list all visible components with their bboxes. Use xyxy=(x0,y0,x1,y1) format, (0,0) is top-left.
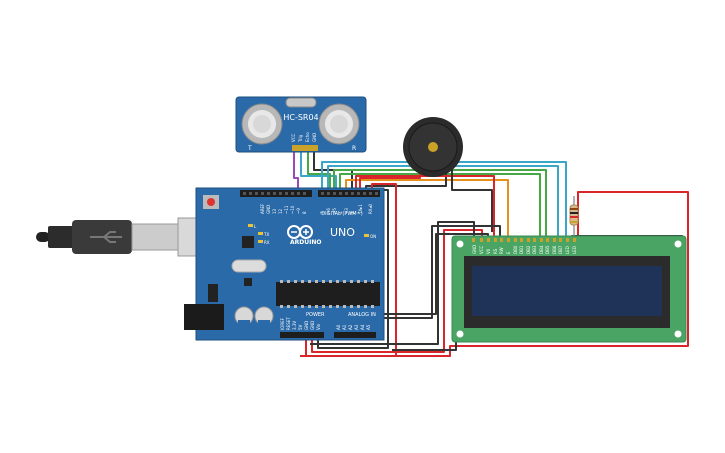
usb-cable xyxy=(36,217,199,257)
wire-sensor-vcc[interactable] xyxy=(293,150,299,196)
pin-label-5: ~5 xyxy=(332,208,337,214)
analog-header xyxy=(334,332,376,338)
pin-label-reset: RESET xyxy=(286,317,291,330)
pin-label-gnd-2: GND xyxy=(310,321,315,330)
pin-label-4: 4 xyxy=(338,211,343,214)
lcd-pin-db4: DB4 xyxy=(539,245,544,254)
pin-label-13: 13 xyxy=(272,208,277,214)
pin-label-a3: A3 xyxy=(354,324,359,330)
wire-red-lcd-led[interactable] xyxy=(300,191,689,357)
lcd-pin-led-a: LED xyxy=(565,246,570,254)
lcd-pin-led-k: LED xyxy=(572,246,577,254)
lcd-pin-labels: GND VCC V0 RS RW E DB0 DB1 DB2 DB3 DB4 D… xyxy=(472,245,577,254)
lcd-pin-e: E xyxy=(506,251,511,254)
transducer-right xyxy=(318,103,360,145)
piezo-buzzer[interactable] xyxy=(403,117,463,177)
pin-label-3: ~3 xyxy=(344,208,349,214)
sensor-model-label: HC-SR04 xyxy=(283,113,318,122)
pin-label-a5: A5 xyxy=(366,324,371,330)
pin-label-2: 2 xyxy=(350,211,355,214)
power-pin-labels: IOREF RESET 3.3V 5V GND GND Vin xyxy=(280,317,321,330)
l-led-label: L xyxy=(254,224,257,229)
lcd-screen xyxy=(472,266,662,316)
rx-led-label: RX xyxy=(264,240,270,245)
lcd-pin-db2: DB2 xyxy=(526,245,531,254)
lcd-pin-db3: DB3 xyxy=(532,245,537,254)
capacitors xyxy=(234,306,274,326)
sensor-right-mark: R xyxy=(352,145,356,152)
pin-label-rx: RX◂0 xyxy=(368,203,373,214)
pin-label-a0: A0 xyxy=(336,324,341,330)
wire-sensor-echo[interactable] xyxy=(307,150,331,196)
lcd-pin-vcc: VCC xyxy=(479,245,484,254)
wire-red-top-1[interactable] xyxy=(355,175,495,240)
reset-button-cap xyxy=(207,198,215,206)
wire-black-rw[interactable] xyxy=(384,225,501,319)
lcd-pin-db6: DB6 xyxy=(552,245,557,254)
pin-label-vin: Vin xyxy=(316,323,321,330)
sensor-left-mark: T xyxy=(247,145,252,152)
sensor-pin-trig: Trig xyxy=(298,134,303,143)
lcd-pin-rw: RW xyxy=(499,247,504,254)
pin-label-6: ~6 xyxy=(326,208,331,214)
sensor-pin-gnd: GND xyxy=(312,133,317,142)
pin-label-aref: AREF xyxy=(260,203,265,214)
pin-label-9: ~9 xyxy=(296,208,301,214)
lcd-header-pins xyxy=(472,238,576,242)
pin-label-3v3: 3.3V xyxy=(292,321,297,330)
lcd-pin-db0: DB0 xyxy=(513,245,518,254)
arduino-uno[interactable]: AREF GND 13 12 ~11 ~10 ~9 8 7 ~6 ~5 4 ~3… xyxy=(184,187,385,341)
power-jack xyxy=(184,304,224,330)
pin-label-a1: A1 xyxy=(342,324,347,330)
analog-header-label: ANALOG IN xyxy=(348,312,376,318)
arduino-logo-icon xyxy=(287,225,313,239)
pin-label-12: 12 xyxy=(278,208,283,214)
resistor[interactable] xyxy=(569,196,579,238)
lcd-pin-db7: DB7 xyxy=(558,245,563,254)
pin-label-10: ~10 xyxy=(290,205,295,214)
wire-sensor-trig[interactable] xyxy=(300,150,337,196)
wire-black-lcd-gnd[interactable] xyxy=(310,221,475,345)
digital-pin-labels: AREF GND 13 12 ~11 ~10 ~9 8 7 ~6 ~5 4 ~3… xyxy=(260,203,373,215)
sensor-pin-vcc: VCC xyxy=(291,133,296,142)
pin-label-a2: A2 xyxy=(348,324,353,330)
pin-label-5v: 5V xyxy=(298,324,303,330)
pin-label-ioref: IOREF xyxy=(280,317,285,330)
power-header xyxy=(280,332,324,338)
pin-label-a4: A4 xyxy=(360,324,365,330)
digital-header-pins xyxy=(243,192,378,195)
transducer-left xyxy=(241,103,283,145)
pin-label-gnd-1: GND xyxy=(304,321,309,330)
wire-red-loop[interactable] xyxy=(305,183,397,357)
pin-label-7: 7 xyxy=(320,211,325,214)
arduino-model: UNO xyxy=(330,226,355,239)
power-header-label: POWER xyxy=(306,312,325,318)
sensor-pins: VCC Trig Echo GND xyxy=(291,132,318,151)
pin-label-11: ~11 xyxy=(284,205,289,214)
sensor-pin-echo: Echo xyxy=(305,132,310,142)
lcd-16x2[interactable]: GND VCC V0 RS RW E DB0 DB1 DB2 DB3 DB4 D… xyxy=(451,235,687,343)
analog-pin-labels: A0 A1 A2 A3 A4 A5 xyxy=(336,324,371,330)
digital-header-label: DIGITAL (PWM~) xyxy=(321,211,363,217)
pin-label-8: 8 xyxy=(302,211,307,214)
arduino-brand: ARDUINO xyxy=(290,239,321,246)
atmega-chip xyxy=(276,282,380,306)
tx-led-label: TX xyxy=(263,232,269,237)
lcd-pin-gnd: GND xyxy=(472,245,477,254)
regulator-chip xyxy=(242,236,254,248)
pin-label-tx: TX▸1 xyxy=(358,204,363,215)
ultrasonic-sensor[interactable]: HC-SR04 T R VCC Trig Echo GND xyxy=(235,96,367,153)
wire-black-buzzer[interactable] xyxy=(451,168,493,232)
on-led-label: ON xyxy=(370,234,376,239)
pin-label-gnd-top: GND xyxy=(266,205,271,214)
wire-red-lcd-vcc[interactable] xyxy=(311,229,483,353)
usb-icon xyxy=(90,231,122,243)
lcd-pin-rs: RS xyxy=(493,248,498,254)
lcd-pin-v0: V0 xyxy=(486,248,491,254)
lcd-pin-db1: DB1 xyxy=(519,245,524,254)
lcd-pin-db5: DB5 xyxy=(545,245,550,254)
crystal xyxy=(231,259,267,273)
